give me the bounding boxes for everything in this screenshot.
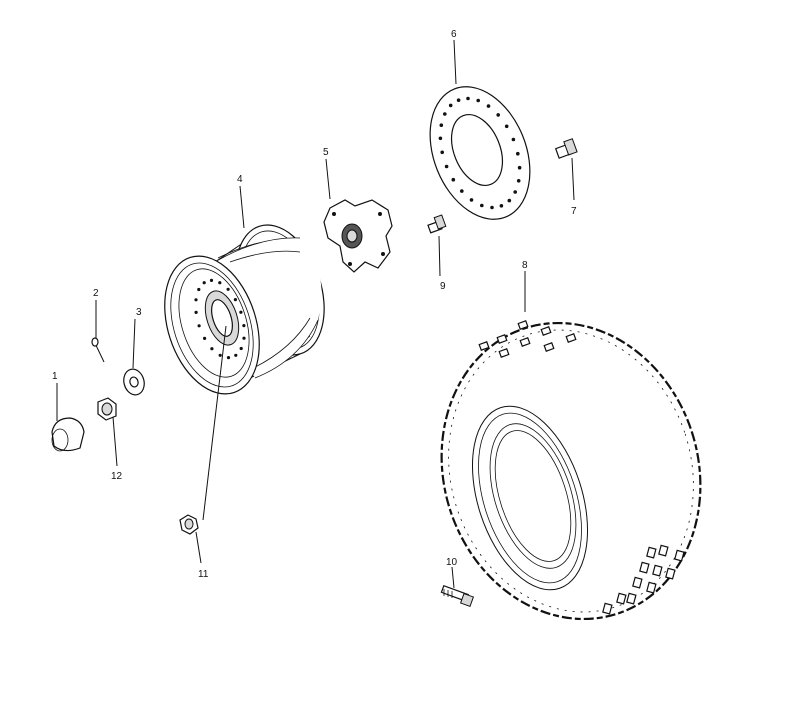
disc-hole [504, 124, 509, 129]
disc-hole [516, 179, 521, 183]
rim-stud [239, 310, 243, 314]
rim-stud [239, 346, 243, 351]
hub-cap [51, 417, 85, 452]
disc-hole [444, 164, 449, 169]
lug-nut [179, 514, 199, 535]
hub-bolt [427, 214, 447, 234]
disc-hole [517, 165, 522, 170]
disc-hole [440, 150, 445, 155]
rim-stud [226, 287, 230, 291]
callout-2: 2 [93, 288, 99, 299]
rim-stud [197, 324, 201, 328]
callout-4: 4 [237, 174, 243, 185]
valve-stem [440, 584, 475, 608]
rim-stud [226, 356, 231, 360]
disc-hole [499, 204, 504, 208]
disc-hole [490, 205, 494, 210]
disc-hole [443, 112, 447, 116]
callout-12: 12 [111, 471, 123, 482]
wheel-rim [164, 224, 325, 395]
disc-hole [516, 151, 520, 156]
rim-stud [194, 310, 198, 314]
brake-disc [429, 86, 531, 220]
disc-hole [466, 96, 470, 101]
disc-hole [511, 137, 516, 142]
disc-hole [438, 136, 443, 141]
disc-bolt [554, 138, 578, 159]
rim-stud [209, 278, 214, 282]
disc-hole [480, 203, 484, 208]
rim-stud [242, 324, 246, 328]
tread-lugs-top [478, 320, 577, 358]
disc-hole [513, 190, 517, 194]
disc-hole [486, 104, 491, 108]
disc-hole [476, 98, 481, 103]
rim-stud [218, 353, 222, 357]
disc-hole [439, 123, 444, 127]
callout-10: 10 [446, 557, 458, 568]
washer [123, 368, 145, 396]
callout-labels: 1 2 3 4 5 6 7 8 9 10 11 12 [52, 29, 577, 580]
callout-8: 8 [522, 260, 528, 271]
callout-1: 1 [52, 371, 58, 382]
castle-nut [97, 397, 117, 421]
disc-hole [448, 103, 453, 108]
callout-5: 5 [323, 147, 329, 158]
rim-stud [233, 298, 237, 302]
callout-3: 3 [136, 307, 142, 318]
callout-11: 11 [198, 569, 209, 580]
tire [440, 320, 702, 621]
disc-hole [496, 113, 501, 117]
leader-lines [56, 39, 575, 589]
rim-stud [218, 281, 222, 285]
wheel-hub [323, 199, 393, 273]
rim-stud [234, 353, 238, 357]
callout-9: 9 [440, 281, 446, 292]
disc-hole [507, 198, 512, 203]
rim-stud [202, 281, 206, 285]
rim-stud [210, 347, 214, 351]
disc-hole [460, 189, 464, 193]
cotter-pin [91, 337, 105, 363]
disc-hole [456, 98, 461, 102]
callout-7: 7 [571, 206, 577, 217]
disc-hole [451, 177, 456, 182]
rim-stud [203, 336, 207, 340]
disc-hole [469, 198, 474, 202]
rim-stud [197, 287, 201, 292]
tread-lugs-bottom [602, 544, 685, 615]
rim-stud [242, 336, 246, 340]
callout-6: 6 [451, 29, 457, 40]
rim-stud [194, 298, 198, 302]
